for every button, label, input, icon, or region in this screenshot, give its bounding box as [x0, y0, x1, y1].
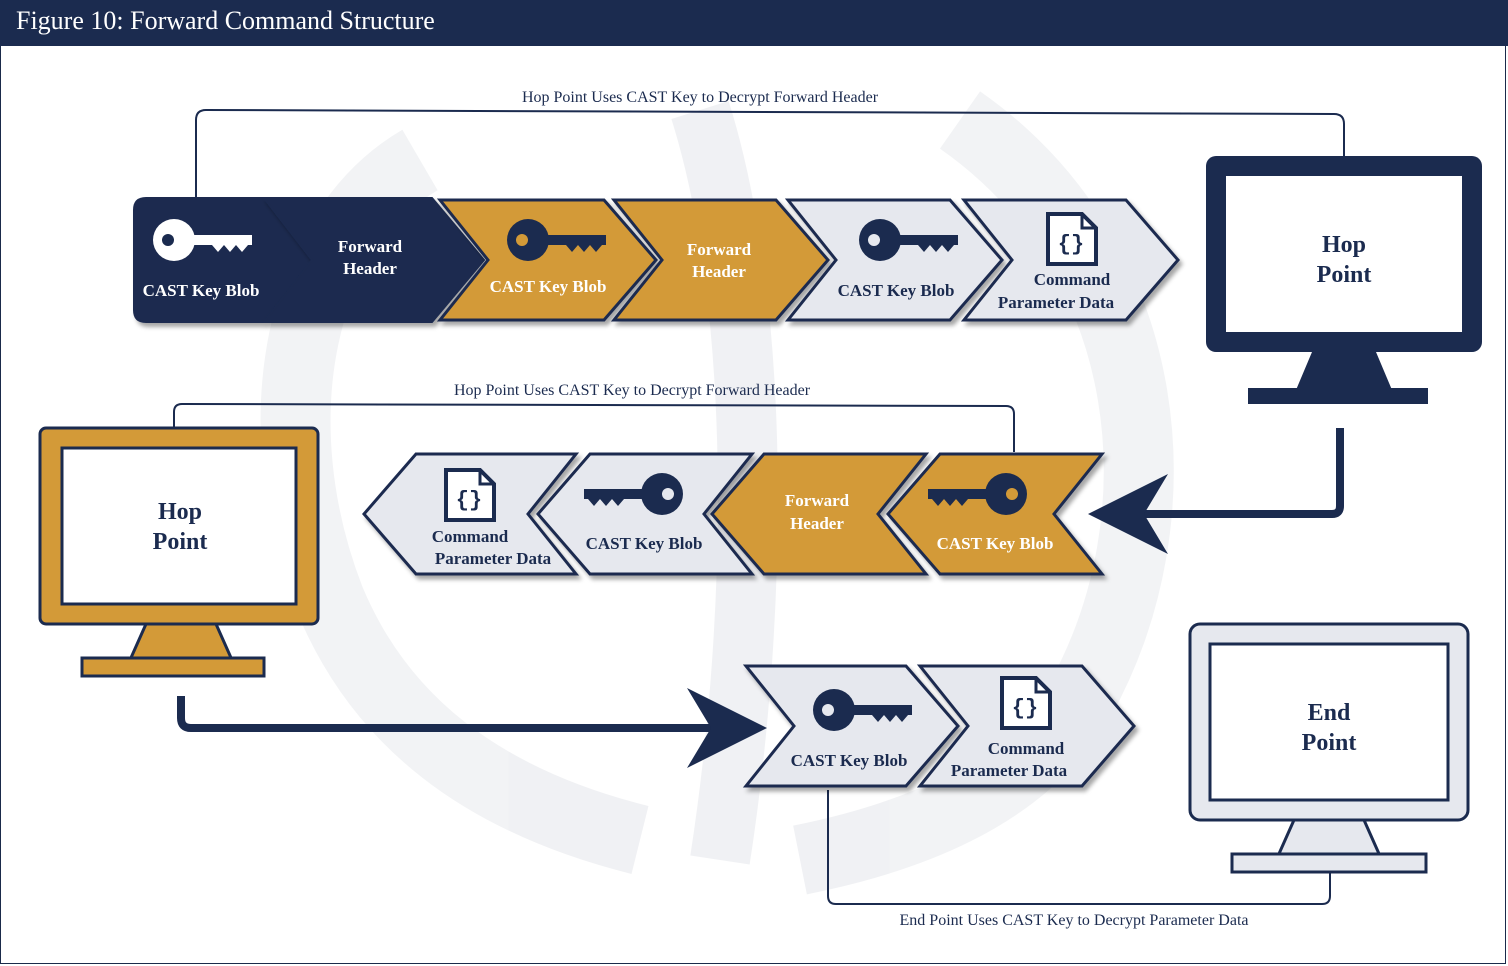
row1-forward-header-navy-line1: Forward: [338, 237, 403, 256]
row1-command-line2: Parameter Data: [998, 293, 1115, 312]
row2-command-line1: Command: [432, 527, 509, 546]
end-point-line1: End: [1308, 700, 1351, 726]
row1-forward-header-gold: [610, 198, 830, 322]
row3-key-blob-label: CAST Key Blob: [791, 751, 908, 770]
row2-forward-header-gold: [710, 452, 930, 576]
key-icon: [153, 219, 252, 261]
row1-key-blob-light-label: CAST Key Blob: [838, 281, 955, 300]
document-icon: {}: [444, 468, 496, 522]
row2-key-blob-gold-label: CAST Key Blob: [937, 534, 1054, 553]
row1-forward-header-navy: [261, 197, 486, 323]
svg-text:{}: {}: [456, 488, 482, 513]
row2-forward-header-line1: Forward: [785, 491, 850, 510]
row3-command-line2: Parameter Data: [951, 761, 1068, 780]
row1-forward-header-gold-line1: Forward: [687, 240, 752, 259]
key-icon: [928, 473, 1027, 515]
row1-command-line1: Command: [1034, 270, 1111, 289]
row2-blocks: {} Command Parameter Data CAST Key Blob …: [362, 452, 1106, 576]
row2-command-line2: Parameter Data: [435, 549, 552, 568]
key-icon: [813, 689, 912, 731]
row1-key-blob-light: [784, 198, 1004, 322]
bottom-bracket-line: [827, 790, 1331, 905]
connectors: [173, 108, 1345, 905]
row1-key-blob-gold: [436, 198, 658, 322]
hop1-to-row2-arrow: [1088, 428, 1344, 554]
svg-text:{}: {}: [1012, 696, 1038, 721]
document-icon: {}: [1046, 212, 1098, 266]
key-icon: [859, 219, 958, 261]
hop-point-1-line1: Hop: [1322, 232, 1366, 258]
row2-key-blob-light-label: CAST Key Blob: [586, 534, 703, 553]
end-point-monitor: End Point: [1188, 622, 1470, 874]
key-icon: [507, 219, 606, 261]
title-bar: Figure 10: Forward Command Structure: [0, 0, 1508, 46]
figure-title: Figure 10: Forward Command Structure: [16, 6, 435, 35]
bottom-annotation: End Point Uses CAST Key to Decrypt Param…: [900, 912, 1249, 929]
svg-text:{}: {}: [1058, 232, 1084, 257]
row2-key-blob-light: [536, 452, 756, 576]
top-bracket-line: [195, 108, 1345, 198]
hop-point-1-line2: Point: [1317, 262, 1372, 288]
document-icon: {}: [1000, 676, 1052, 730]
hop-point-2-line2: Point: [153, 529, 208, 555]
row3-command-line1: Command: [988, 739, 1065, 758]
row1-blocks: CAST Key Blob Forward Header CAST Key Bl…: [133, 197, 1180, 323]
row1-forward-header-navy-line2: Header: [343, 259, 397, 278]
hop-point-monitor-1: Hop Point: [1206, 156, 1482, 404]
row3-blocks: CAST Key Blob {} Command Parameter Data: [742, 664, 1136, 788]
row3-key-blob-light: [742, 664, 960, 788]
hop-point-monitor-2: Hop Point: [38, 426, 320, 678]
hop2-to-row3-arrow: [177, 688, 767, 768]
row2-forward-header-line2: Header: [790, 514, 844, 533]
hop-point-2-line1: Hop: [158, 499, 202, 525]
row1-forward-header-gold-line2: Header: [692, 262, 746, 281]
middle-bracket-line: [173, 402, 1015, 452]
key-icon: [584, 473, 683, 515]
middle-annotation: Hop Point Uses CAST Key to Decrypt Forwa…: [454, 382, 811, 399]
row1-key-blob-navy-label: CAST Key Blob: [143, 281, 260, 300]
top-annotation: Hop Point Uses CAST Key to Decrypt Forwa…: [522, 89, 879, 106]
row2-key-blob-gold: [886, 452, 1106, 576]
end-point-line2: Point: [1302, 730, 1357, 756]
row1-key-blob-gold-label: CAST Key Blob: [490, 277, 607, 296]
